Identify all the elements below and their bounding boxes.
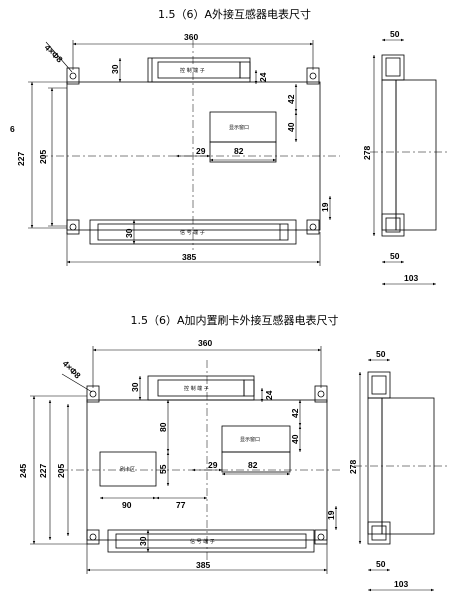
dim-90: 90 (122, 500, 132, 510)
diagram1-title: 1.5（6）A外接互感器电表尺寸 (157, 8, 312, 21)
dim-227: 227 (38, 464, 48, 478)
dim-205: 205 (56, 464, 66, 478)
dim-19: 19 (326, 510, 336, 520)
dim-245: 245 (18, 464, 28, 478)
diagram1-side-dimensions (372, 38, 436, 286)
label-top-terminal: 控 制 端 子 (180, 67, 205, 74)
dim-42: 42 (286, 94, 296, 104)
diagram2-side-dimensions (358, 358, 434, 592)
dim-24: 24 (258, 72, 268, 82)
dim-103: 103 (394, 579, 408, 589)
dim-bottom-30: 30 (138, 536, 148, 546)
diagram1-dimensions (28, 40, 332, 266)
dim-80: 80 (158, 422, 168, 432)
hole-spec: 4×Φ8 (61, 358, 83, 380)
label-top-terminal: 控 制 端 子 (184, 385, 209, 392)
dim-205: 205 (38, 150, 48, 164)
diagram2-dimensions (30, 346, 338, 574)
dim-278: 278 (362, 146, 372, 160)
diagram2-front-view (60, 360, 340, 560)
dim-width-360: 360 (198, 338, 212, 348)
dim-40: 40 (290, 434, 300, 444)
dim-bottom-30: 30 (124, 228, 134, 238)
dim-103: 103 (404, 273, 418, 283)
dim-width-385: 385 (182, 252, 196, 262)
label-window: 显示窗口 (229, 124, 249, 131)
diagram1-side-view (370, 54, 450, 237)
dim-42: 42 (290, 408, 300, 418)
dim-24: 24 (264, 390, 274, 400)
diagram2-side-view (354, 371, 448, 545)
dim-29: 29 (208, 460, 218, 470)
ear-bottom-right (306, 219, 320, 235)
label-bottom-terminal: 信 号 端 子 (190, 538, 215, 545)
dim-width-360: 360 (184, 32, 198, 42)
dim-19: 19 (320, 202, 330, 212)
diagram2-title: 1.5（6）A加内置刷卡外接互感器电表尺寸 (130, 314, 339, 327)
dim-30: 30 (130, 382, 140, 392)
label-window: 显示窗口 (240, 436, 260, 443)
dim-side-50-top: 50 (376, 349, 386, 359)
hole-spec: 4×Φ8 (43, 42, 65, 64)
ear-bottom-left (66, 219, 80, 235)
bottom-terminal-block (107, 529, 315, 553)
dim-width-385: 385 (196, 560, 210, 570)
dim-side-50-bottom: 50 (376, 559, 386, 569)
card-area (99, 451, 157, 487)
dim-side-50-top: 50 (390, 29, 400, 39)
label-bottom-terminal: 信 号 端 子 (180, 229, 205, 236)
dim-40: 40 (286, 122, 296, 132)
label-card-area: 刷卡区 (120, 466, 135, 473)
dim-55: 55 (158, 464, 168, 474)
dim-77: 77 (176, 500, 186, 510)
dim-82: 82 (234, 146, 244, 156)
dim-29: 29 (196, 146, 206, 156)
dim-6: 6 (10, 124, 15, 134)
dim-82: 82 (248, 460, 258, 470)
dim-30: 30 (110, 64, 120, 74)
dim-278: 278 (348, 460, 358, 474)
diagram1-front-view (40, 40, 340, 250)
dim-227: 227 (16, 152, 26, 166)
dim-side-50-bottom: 50 (390, 251, 400, 261)
